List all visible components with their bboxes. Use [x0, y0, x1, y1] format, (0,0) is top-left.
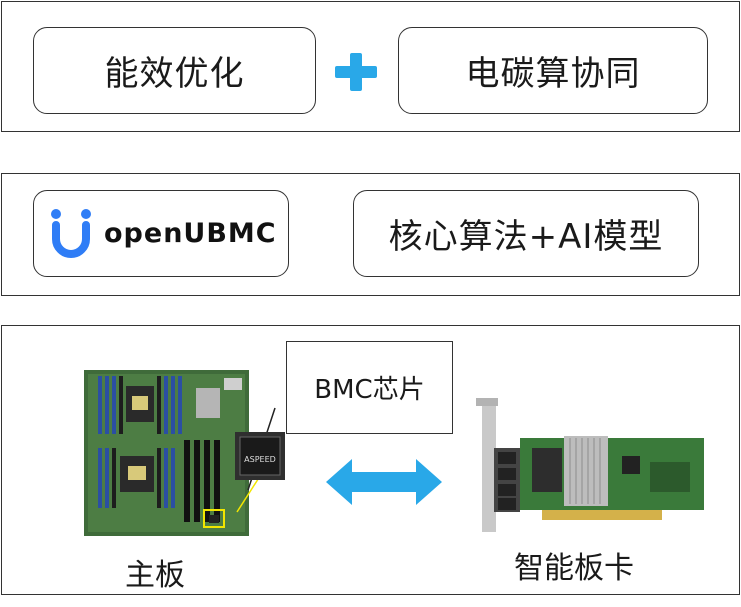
openubmc-logo-text: openUBMC — [104, 218, 277, 249]
core-algorithm-ai-label: 核心算法+AI模型 — [388, 217, 664, 257]
bidirectional-arrow-icon — [326, 459, 442, 505]
bmc-chip-marking: ASPEED — [244, 455, 276, 464]
energy-efficiency-label: 能效优化 — [104, 54, 245, 94]
power-carbon-compute-label: 电碳算协同 — [465, 54, 641, 94]
openubmc-u-icon — [48, 207, 94, 261]
pill-power-carbon-compute: 电碳算协同 — [398, 27, 708, 114]
motherboard-caption: 主板 — [125, 558, 185, 593]
plus-icon — [333, 53, 379, 91]
bmc-chip-label-text: BMC芯片 — [314, 375, 425, 405]
smart-card-caption: 智能板卡 — [514, 551, 634, 586]
pill-openubmc-logo: openUBMC — [33, 190, 289, 277]
pill-core-algorithm-ai: 核心算法+AI模型 — [353, 190, 699, 277]
bmc-chip-label: BMC芯片 — [286, 341, 453, 434]
smart-card-image — [472, 398, 708, 534]
pill-energy-efficiency: 能效优化 — [33, 27, 316, 114]
motherboard-image — [84, 370, 249, 536]
bmc-chip-image — [235, 432, 285, 480]
